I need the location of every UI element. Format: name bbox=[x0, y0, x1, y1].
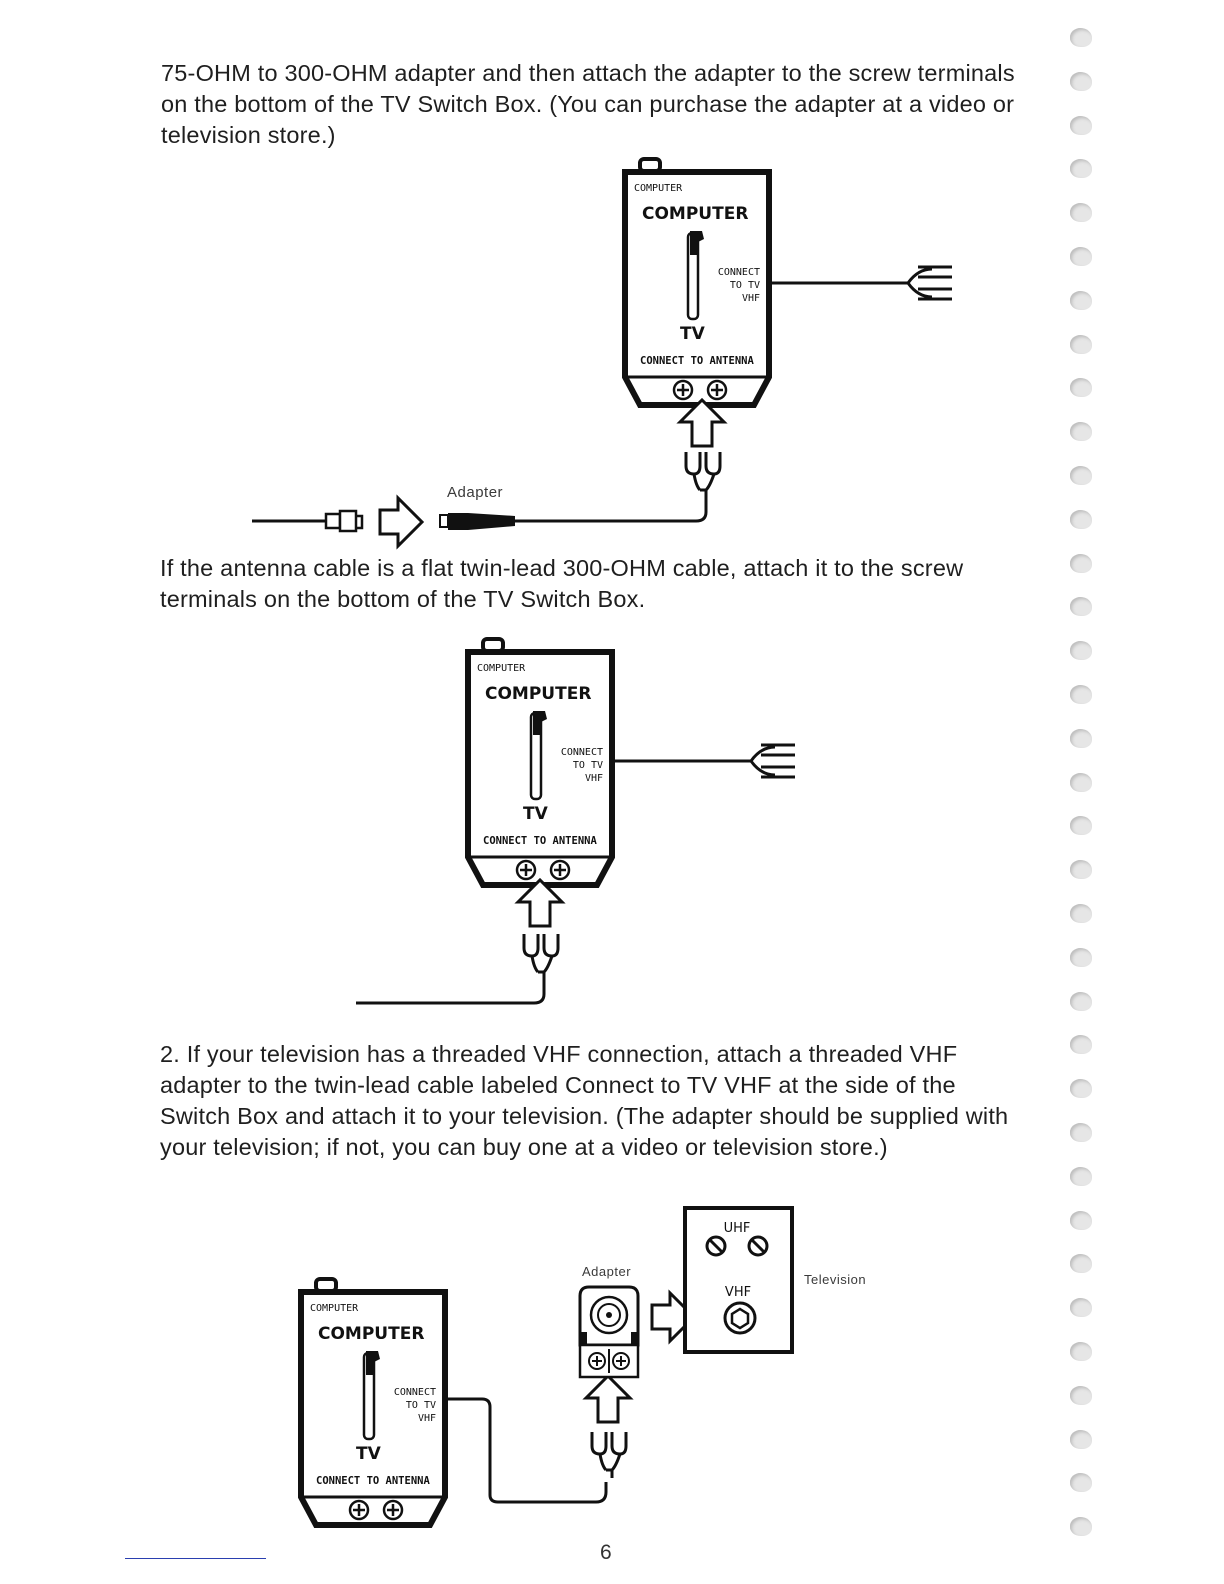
switch-box-tv-label: TV bbox=[523, 804, 549, 824]
uhf-label: UHF bbox=[724, 1221, 751, 1236]
switch-box-2: COMPUTER COMPUTER CONNECT TO TV VHF TV C… bbox=[468, 639, 612, 885]
binding-hole bbox=[1070, 947, 1092, 967]
binding-hole bbox=[1070, 597, 1092, 617]
adapter-icon bbox=[448, 513, 515, 530]
switch-box-1: COMPUTER COMPUTER CONNECT TO TV VHF TV C… bbox=[625, 159, 769, 405]
binding-hole bbox=[1070, 1517, 1092, 1537]
binding-hole bbox=[1070, 159, 1092, 179]
binding-hole bbox=[1070, 1473, 1092, 1493]
switch-box-side-label-3: VHF bbox=[742, 293, 760, 304]
switch-box-side-label-3: VHF bbox=[585, 773, 603, 784]
switch-box-side-label-3: VHF bbox=[418, 1413, 436, 1424]
footer-rule bbox=[125, 1558, 266, 1559]
binding-hole bbox=[1070, 1385, 1092, 1405]
switch-box-tv-label: TV bbox=[680, 324, 706, 344]
switch-box-main-label: COMPUTER bbox=[485, 684, 591, 704]
paragraph-twin-lead-instructions: If the antenna cable is a flat twin-lead… bbox=[160, 555, 964, 612]
television-panel: UHF VHF bbox=[683, 1206, 794, 1354]
adapter-label: Adapter bbox=[582, 1264, 632, 1279]
binding-hole bbox=[1070, 1035, 1092, 1055]
binding-hole bbox=[1070, 816, 1092, 836]
switch-box-side-label-2: TO TV bbox=[406, 1400, 436, 1411]
binding-hole bbox=[1070, 1429, 1092, 1449]
switch-box-side-label-1: CONNECT bbox=[394, 1387, 436, 1398]
binding-hole bbox=[1070, 553, 1092, 573]
binding-hole bbox=[1070, 1342, 1092, 1361]
binding-hole bbox=[1070, 28, 1092, 47]
switch-box-main-label: COMPUTER bbox=[318, 1324, 424, 1344]
binding-hole bbox=[1070, 772, 1092, 792]
figure-adapter-connection: COMPUTER COMPUTER CONNECT TO TV VHF TV C… bbox=[252, 0, 954, 548]
switch-box-top-label: COMPUTER bbox=[634, 183, 683, 194]
vhf-label: VHF bbox=[725, 1285, 751, 1300]
switch-box-side-label-2: TO TV bbox=[730, 280, 760, 291]
threaded-vhf-adapter-icon bbox=[578, 1285, 640, 1379]
binding-hole bbox=[1070, 1166, 1092, 1186]
binding-hole bbox=[1070, 1123, 1092, 1142]
binding-hole bbox=[1070, 1254, 1092, 1274]
binding-hole bbox=[1070, 466, 1092, 485]
figure-twin-lead-connection: COMPUTER COMPUTER CONNECT TO TV VHF TV C… bbox=[356, 0, 797, 1005]
binding-hole bbox=[1070, 203, 1092, 223]
binding-hole bbox=[1070, 904, 1092, 923]
binding-hole bbox=[1070, 685, 1092, 704]
switch-box-bottom-label: CONNECT TO ANTENNA bbox=[483, 835, 597, 847]
binding-hole bbox=[1070, 115, 1092, 135]
binding-hole bbox=[1070, 247, 1092, 266]
switch-box-bottom-label: CONNECT TO ANTENNA bbox=[640, 355, 754, 367]
switch-box-main-label: COMPUTER bbox=[642, 204, 748, 224]
spade-lug-connector-3 bbox=[590, 1430, 628, 1480]
binding-hole bbox=[1070, 728, 1092, 748]
binding-holes bbox=[1062, 0, 1102, 1584]
switch-box-top-label: COMPUTER bbox=[477, 663, 526, 674]
binding-hole bbox=[1070, 71, 1092, 91]
binding-hole bbox=[1070, 641, 1092, 661]
binding-hole bbox=[1070, 378, 1092, 398]
switch-box-3: COMPUTER COMPUTER CONNECT TO TV VHF TV C… bbox=[301, 1279, 445, 1525]
switch-box-side-label-1: CONNECT bbox=[561, 747, 603, 758]
switch-box-top-label: COMPUTER bbox=[310, 1303, 359, 1314]
binding-hole bbox=[1070, 290, 1092, 310]
switch-box-side-label-2: TO TV bbox=[573, 760, 603, 771]
binding-hole bbox=[1070, 991, 1092, 1011]
paragraph-vhf-threaded-instructions: 2. If your television has a threaded VHF… bbox=[160, 1041, 1009, 1160]
switch-box-tv-label: TV bbox=[356, 1444, 382, 1464]
binding-hole bbox=[1070, 1298, 1092, 1318]
page-number: 6 bbox=[600, 1541, 612, 1564]
up-arrow-icon bbox=[584, 1374, 632, 1424]
binding-hole bbox=[1070, 1210, 1092, 1230]
binding-hole bbox=[1070, 1079, 1092, 1099]
switch-box-bottom-label: CONNECT TO ANTENNA bbox=[316, 1475, 430, 1487]
adapter-label: Adapter bbox=[447, 484, 504, 501]
binding-hole bbox=[1070, 334, 1092, 354]
binding-hole bbox=[1070, 860, 1092, 880]
binding-hole bbox=[1070, 509, 1092, 529]
television-label: Television bbox=[804, 1272, 867, 1287]
figure-vhf-adapter-to-television: COMPUTER COMPUTER CONNECT TO TV VHF TV C… bbox=[0, 1206, 794, 1540]
binding-hole bbox=[1070, 422, 1092, 442]
paragraph-adapter-instructions: 75-OHM to 300-OHM adapter and then attac… bbox=[161, 60, 1015, 148]
switch-box-side-label-1: CONNECT bbox=[718, 267, 760, 278]
